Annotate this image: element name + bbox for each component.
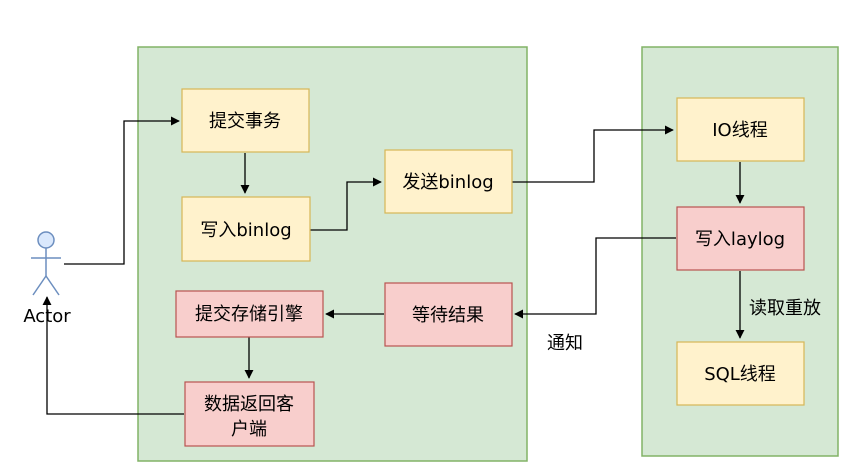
node-io-thread-label: IO线程 bbox=[712, 120, 767, 141]
node-return-to-client-label-line2: 户端 bbox=[231, 419, 267, 440]
node-wait-result-label: 等待结果 bbox=[412, 305, 484, 326]
node-return-to-client-label-line1: 数据返回客 bbox=[204, 394, 294, 415]
node-commit-storage-engine-label: 提交存储引擎 bbox=[195, 304, 303, 325]
node-write-relaylog-label: 写入laylog bbox=[695, 229, 785, 250]
actor-head-icon bbox=[37, 231, 55, 249]
node-write-relaylog[interactable]: 写入laylog bbox=[676, 206, 805, 271]
actor bbox=[31, 231, 61, 296]
edge-relaylog-to-wait-result bbox=[514, 237, 676, 319]
edge-actor-to-commit bbox=[64, 116, 180, 265]
actor-label: Actor bbox=[23, 306, 71, 327]
edge-label-notify: 通知 bbox=[547, 333, 583, 354]
node-return-to-client[interactable]: 数据返回客 户端 bbox=[184, 381, 315, 447]
node-wait-result[interactable]: 等待结果 bbox=[384, 282, 513, 347]
node-commit-transaction[interactable]: 提交事务 bbox=[181, 88, 310, 153]
node-commit-storage-engine[interactable]: 提交存储引擎 bbox=[175, 290, 324, 338]
node-send-binlog[interactable]: 发送binlog bbox=[384, 149, 513, 214]
node-sql-thread-label: SQL线程 bbox=[704, 364, 776, 385]
node-commit-transaction-label: 提交事务 bbox=[209, 111, 281, 132]
edge-label-read-replay: 读取重放 bbox=[749, 298, 821, 319]
edge-write-to-send-binlog bbox=[310, 177, 382, 231]
edge-return-to-actor bbox=[42, 296, 184, 415]
node-write-binlog-label: 写入binlog bbox=[200, 220, 291, 241]
node-send-binlog-label: 发送binlog bbox=[402, 172, 493, 193]
node-io-thread[interactable]: IO线程 bbox=[676, 97, 805, 162]
node-sql-thread[interactable]: SQL线程 bbox=[676, 341, 805, 406]
edge-send-binlog-to-io-thread bbox=[512, 125, 674, 183]
edges bbox=[42, 116, 745, 415]
node-write-binlog[interactable]: 写入binlog bbox=[181, 196, 311, 262]
